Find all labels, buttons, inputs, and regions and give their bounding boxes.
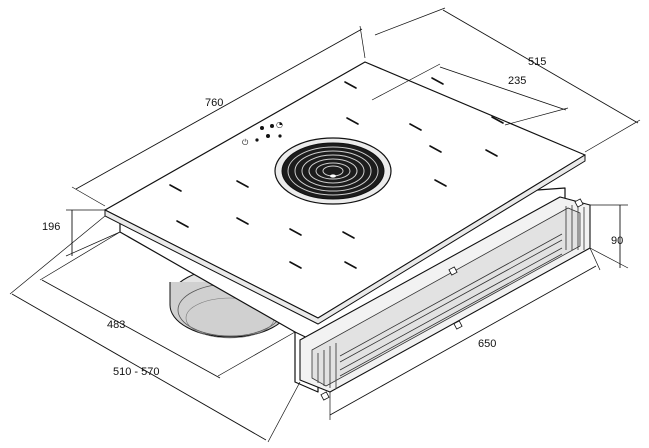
dimension-510-570: 510 - 570 [9,215,301,443]
exhaust-duct [299,196,591,401]
power-symbol-icon: ⏻ [242,138,249,147]
control-dot-icon [270,124,274,128]
touch-controls: ⏻ ◔ [242,120,283,147]
control-dot-icon [266,134,270,138]
dimension-760-label: 760 [205,97,223,109]
dimension-483: 483 [39,231,296,379]
dimension-515: 515 [374,7,641,153]
dimension-760: 760 [71,25,366,207]
dimension-235: 235 [371,63,569,126]
control-dot-icon [255,138,259,142]
timer-symbol-icon: ◔ [276,120,283,129]
cooking-zone-markings [169,77,504,269]
control-dot-icon [278,134,282,138]
dimension-650-label: 650 [478,338,496,350]
dimension-196-label: 196 [42,221,60,233]
downdraft-vent [274,137,392,205]
dimension-510-570-label: 510 - 570 [113,366,159,378]
dimension-650: 650 [329,247,601,420]
dimension-90-label: 90 [611,235,623,247]
dimension-90: 90 [589,204,629,269]
dimension-483-label: 483 [107,319,125,331]
dimension-196: 196 [42,209,121,257]
dimension-515-label: 515 [528,56,546,68]
control-dot-icon [260,126,264,130]
dimension-235-label: 235 [508,75,526,87]
